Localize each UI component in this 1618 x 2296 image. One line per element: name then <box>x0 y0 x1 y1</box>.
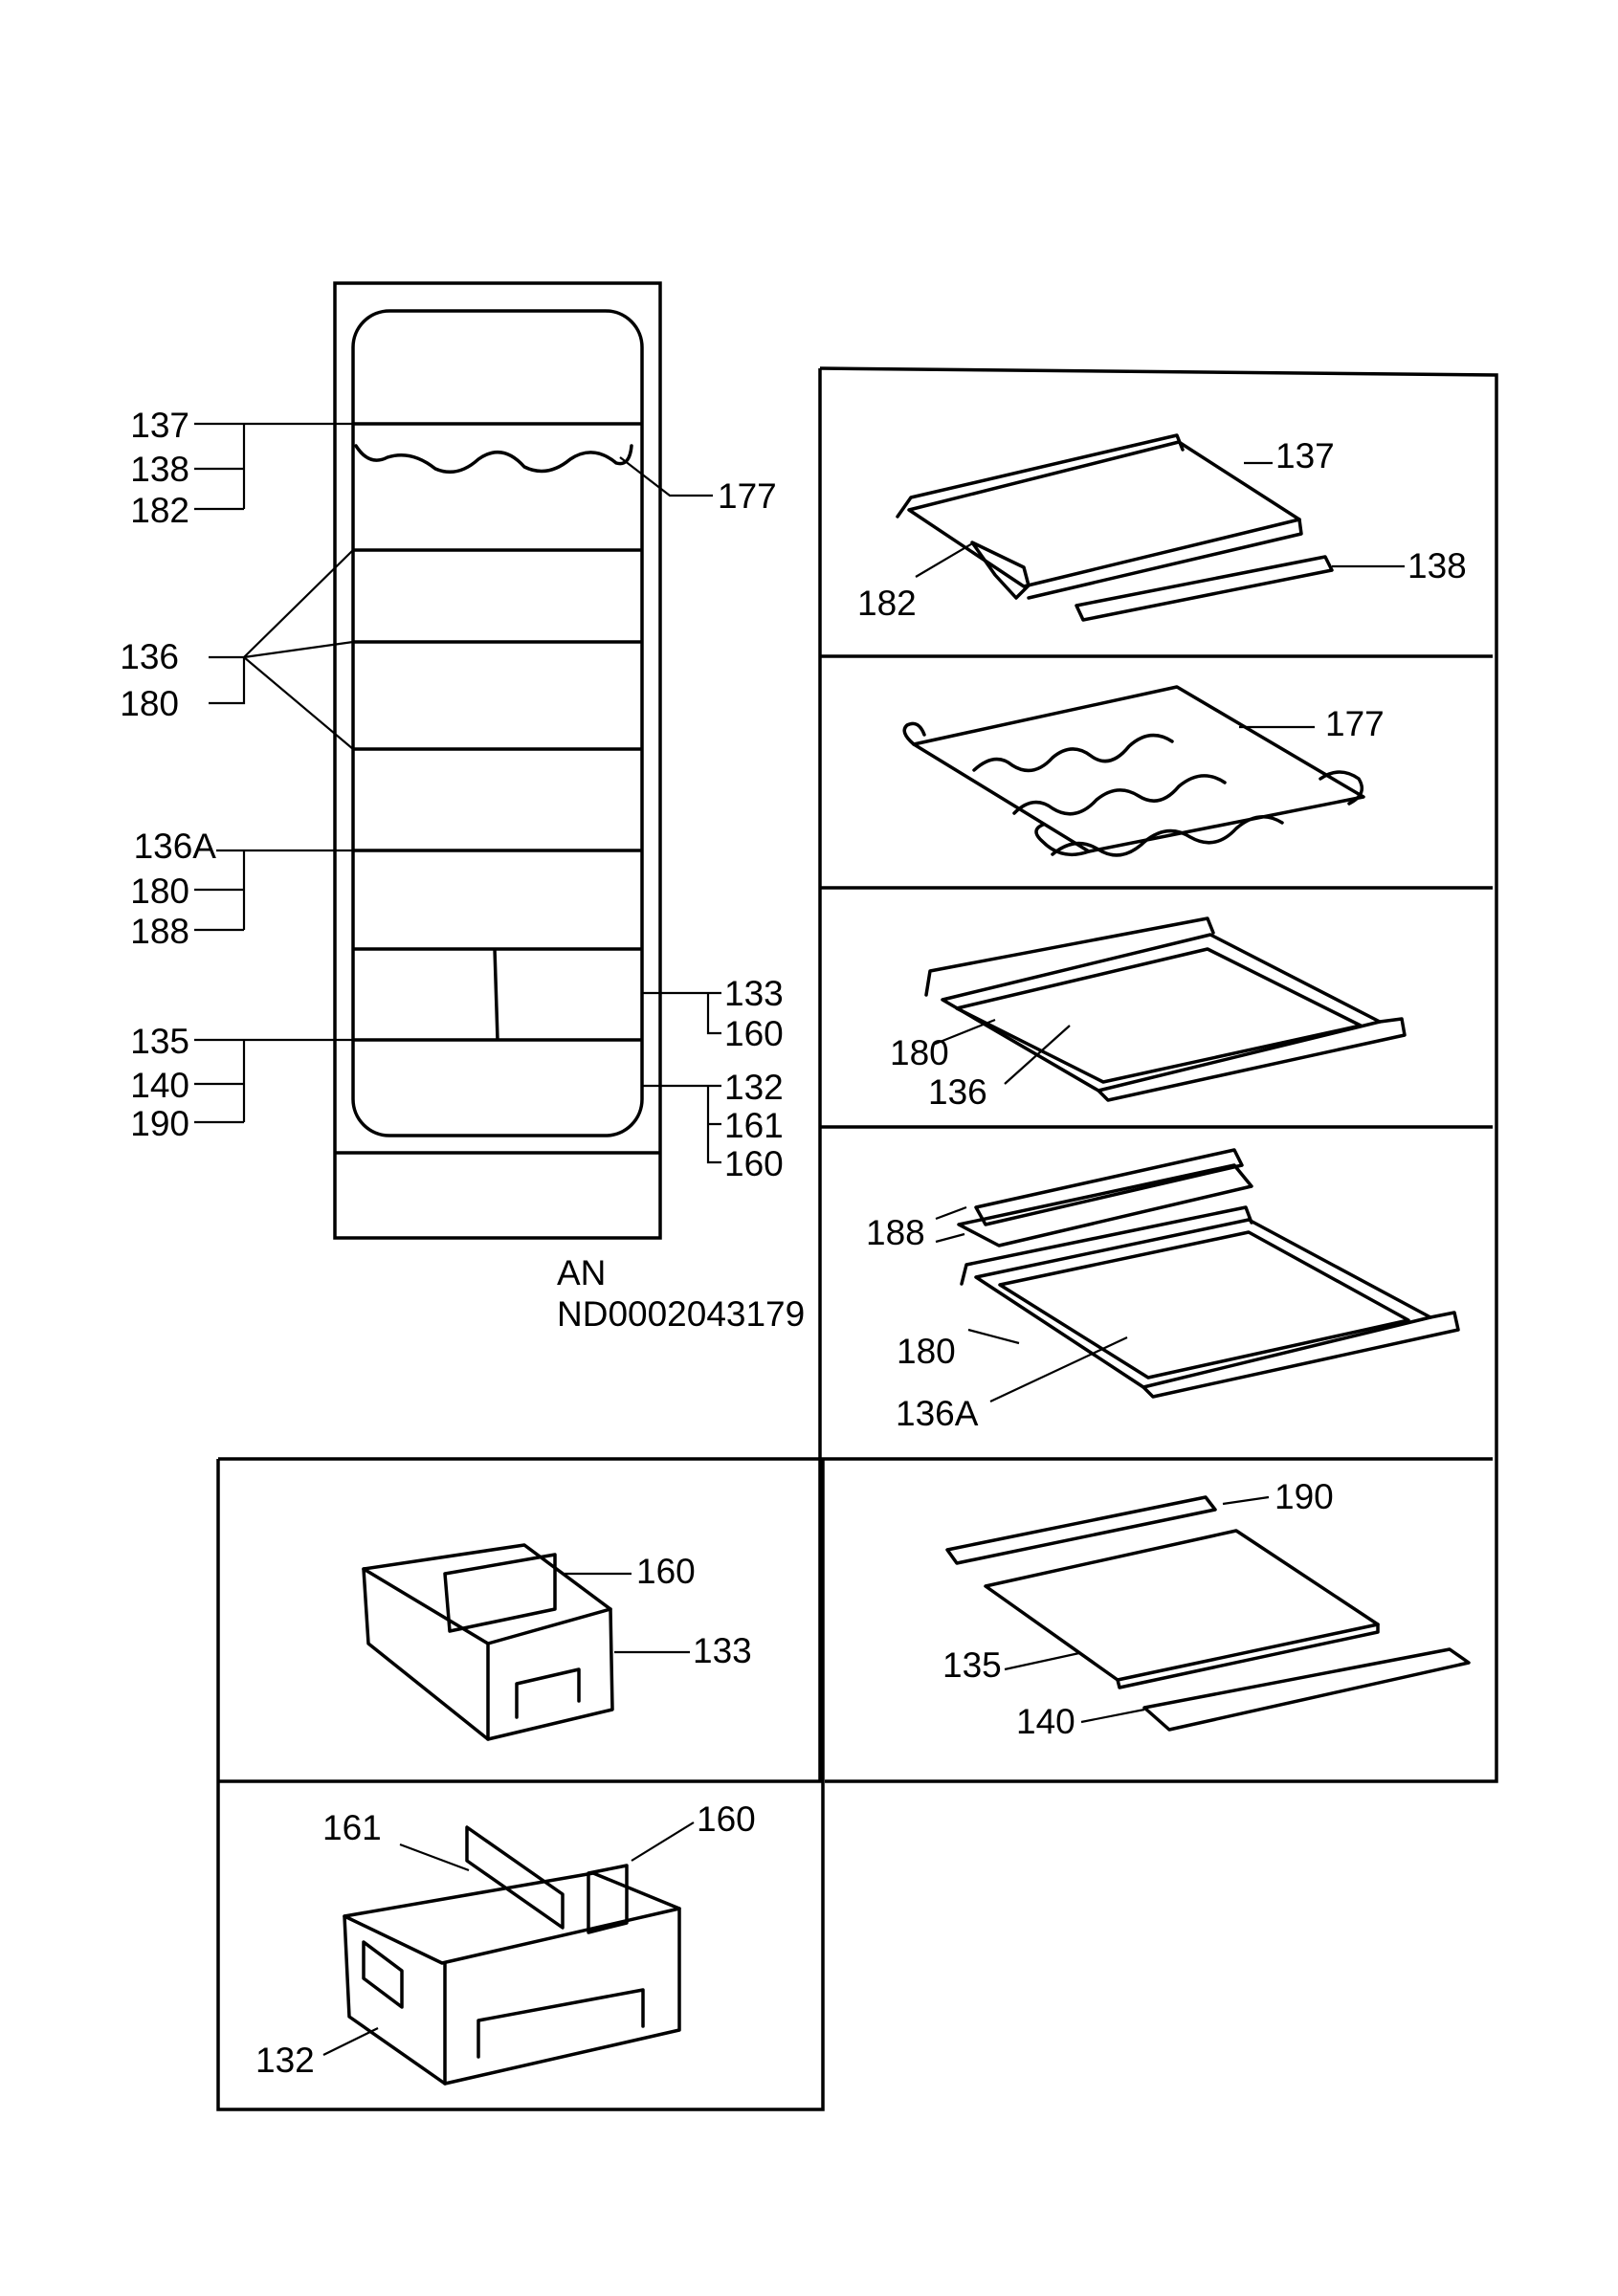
trim-strip <box>1075 555 1334 622</box>
shelf-rear-trim <box>924 916 1215 997</box>
rack-wave <box>1012 774 1227 816</box>
callout-180: 180 <box>130 872 189 911</box>
rack-hook <box>902 721 926 746</box>
drawer-rim <box>343 1871 681 1965</box>
callout-180: 180 <box>897 1332 956 1371</box>
callout-188: 188 <box>130 912 189 951</box>
bottle-rack-curve <box>354 444 633 475</box>
callout-140: 140 <box>1016 1702 1075 1741</box>
callout-136: 136 <box>928 1072 987 1112</box>
panel-bottle-rack: 177 <box>902 685 1385 857</box>
drawer-body <box>343 1907 681 2086</box>
cover-plate-edge <box>1116 1623 1380 1689</box>
callout-160: 160 <box>697 1799 756 1839</box>
callout-182: 182 <box>130 491 189 530</box>
shelf-glass <box>974 1218 1432 1389</box>
shelf-glass <box>907 440 1301 588</box>
callout-136A: 136A <box>896 1394 979 1433</box>
diagram-code-line2: ND0002043179 <box>557 1294 805 1334</box>
rack-hook <box>1034 823 1091 857</box>
rack-hook <box>1319 770 1364 806</box>
drawer-handle <box>515 1667 581 1719</box>
callout-161: 161 <box>322 1808 382 1847</box>
shelf-edge <box>1027 518 1303 600</box>
callout-140: 140 <box>130 1066 189 1105</box>
rear-trim <box>945 1495 1217 1565</box>
drawer-divider <box>443 1553 557 1633</box>
callout-138: 138 <box>130 450 189 489</box>
shelf-glass <box>941 933 1382 1093</box>
callout-177: 177 <box>718 476 777 516</box>
callout-177: 177 <box>1325 704 1385 743</box>
rack-wave <box>972 733 1174 773</box>
left-bottom-frame <box>216 1459 825 2111</box>
shelf-rear-trim <box>896 433 1185 519</box>
callout-180: 180 <box>890 1033 949 1072</box>
callout-133: 133 <box>693 1631 752 1670</box>
callout-190: 190 <box>1274 1477 1334 1516</box>
callout-132: 132 <box>724 1068 784 1107</box>
callout-136A: 136A <box>134 827 217 866</box>
fridge-cabinet <box>333 281 662 1240</box>
shelf-glass-inner <box>998 1230 1410 1380</box>
callout-180: 180 <box>120 684 179 723</box>
callout-188: 188 <box>866 1213 925 1252</box>
right-column-frame <box>819 366 1498 1783</box>
diagram-code-line1: AN <box>557 1253 606 1292</box>
callout-135: 135 <box>130 1022 189 1061</box>
callout-182: 182 <box>857 584 917 623</box>
callout-132: 132 <box>255 2041 315 2080</box>
shelf-front-edge <box>1097 1017 1407 1102</box>
callout-137: 137 <box>130 406 189 445</box>
trim-bar-lower <box>957 1163 1253 1247</box>
drawer-divider <box>493 948 499 1041</box>
drawer-divider-160 <box>587 1864 629 1934</box>
panel-drawer-large: 161 160 132 <box>255 1799 756 2086</box>
panel-drawer-small: 160 133 <box>362 1543 752 1741</box>
drawer-rim <box>362 1543 612 1645</box>
panel-glass-shelf: 180 136 <box>890 916 1407 1112</box>
shelf-front-edge <box>1141 1311 1460 1399</box>
callout-138: 138 <box>1407 546 1467 585</box>
perforated-strip <box>1142 1647 1471 1732</box>
shelf-glass-inner <box>955 947 1363 1084</box>
callout-135: 135 <box>942 1645 1002 1685</box>
panel-shelf-with-trim: 188 180 136A <box>866 1148 1460 1433</box>
cover-plate <box>984 1529 1380 1682</box>
rack-frame <box>912 685 1365 853</box>
fridge-overview: 137 138 182 177 136 180 136A 180 188 133… <box>120 281 805 1334</box>
panel-frames <box>216 366 1498 2111</box>
callout-160: 160 <box>636 1552 696 1591</box>
fridge-interior <box>351 309 644 1137</box>
callout-160: 160 <box>724 1144 784 1183</box>
callout-160: 160 <box>724 1014 784 1053</box>
drawer-divider-161 <box>465 1825 565 1930</box>
shelf-front-trim <box>970 541 1031 600</box>
shelf-rear-trim <box>960 1205 1253 1286</box>
rack-wave <box>1051 815 1284 857</box>
callout-190: 190 <box>130 1104 189 1143</box>
callout-161: 161 <box>724 1106 784 1145</box>
callout-137: 137 <box>1275 436 1335 475</box>
drawer-grip <box>362 1940 404 2009</box>
callout-133: 133 <box>724 974 784 1013</box>
panel-cover-plate: 190 135 140 <box>942 1477 1471 1741</box>
panel-glass-shelf-top: 137 182 138 <box>857 433 1467 623</box>
drawer-handle <box>477 1988 645 2059</box>
callout-136: 136 <box>120 637 179 676</box>
